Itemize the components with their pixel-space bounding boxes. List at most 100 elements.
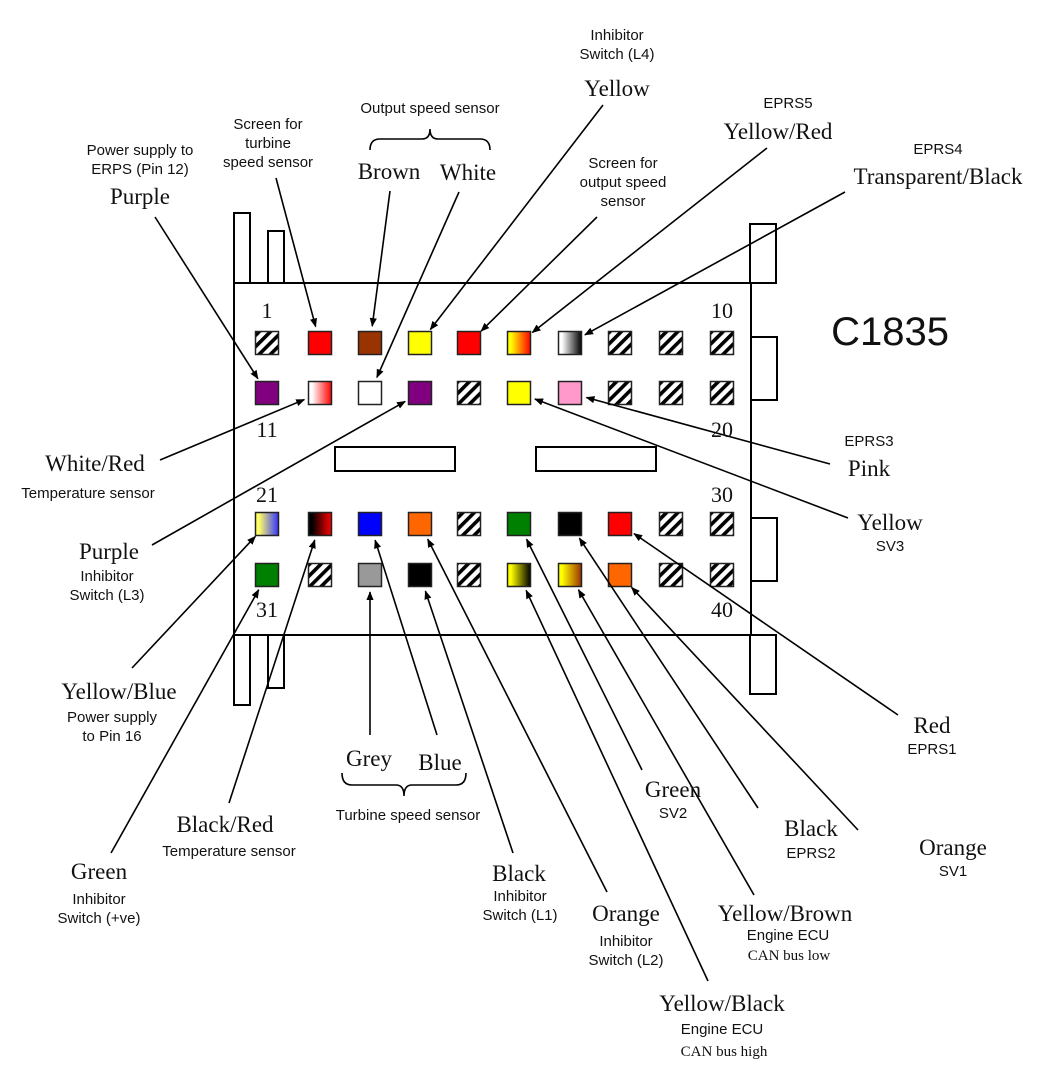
wire-function: Screen for xyxy=(233,116,302,133)
pin-cavity-unused xyxy=(607,330,633,356)
leader-arrow-pin-3 xyxy=(369,190,391,328)
pin-cavity-12 xyxy=(307,380,333,406)
leader-arrow-pin-17 xyxy=(585,396,831,465)
wire-label-pin-12: White/Red Temperature sensor xyxy=(21,451,154,502)
wire-label-pin-36: Yellow/Black Engine ECU CAN bus high xyxy=(659,991,785,1060)
leader-arrow-pin-36 xyxy=(525,589,709,982)
pin-cavity-37 xyxy=(557,562,583,588)
wire-label-pin-14: Purple Inhibitor Switch (L3) xyxy=(69,539,144,604)
pin-cavity-unused xyxy=(456,562,482,588)
housing-slot xyxy=(535,446,657,472)
pin-cavity-24 xyxy=(407,511,433,537)
wire-label-pin-31: Green Inhibitor Switch (+ve) xyxy=(58,859,141,927)
pin-cavity-27 xyxy=(557,511,583,537)
pin-grid xyxy=(254,330,735,588)
wire-color: Yellow/Red xyxy=(724,119,833,144)
wire-function: SV3 xyxy=(876,538,904,555)
connector-id: C1835 xyxy=(831,310,949,354)
group-label: Output speed sensor xyxy=(360,100,499,117)
wire-color: Black xyxy=(492,861,546,886)
housing-tab xyxy=(233,634,251,706)
pin-cavity-34 xyxy=(407,562,433,588)
pin-cavity-unused xyxy=(709,511,735,537)
leader-arrow-pin-24 xyxy=(426,538,608,893)
leader-arrow-pin-28 xyxy=(633,532,899,716)
wire-label-pin-34: Black Inhibitor Switch (L1) xyxy=(482,861,557,924)
leader-arrow-pin-34 xyxy=(424,590,514,854)
housing-body xyxy=(233,282,752,636)
wire-label-pin-16: Yellow SV3 xyxy=(857,510,923,555)
wire-label-pin-4: Inhibitor Switch (L4) Yellow xyxy=(579,27,654,101)
wire-function: EPRS4 xyxy=(913,141,962,158)
leader-arrow-pin-14 xyxy=(151,400,406,546)
leader-lines xyxy=(110,104,899,982)
pin-number-1: 1 xyxy=(262,298,273,323)
pin-number-21: 21 xyxy=(256,482,278,507)
leader-arrow-pin-7 xyxy=(584,191,846,336)
leader-arrow-pin-4 xyxy=(429,104,604,331)
wire-function: Temperature sensor xyxy=(21,485,154,502)
wire-function: EPRS5 xyxy=(763,95,812,112)
wire-function: CAN bus high xyxy=(681,1044,768,1060)
wire-label-pin-33: Grey xyxy=(346,746,392,771)
leader-arrow-pin-11 xyxy=(154,216,259,380)
wire-function: sensor xyxy=(600,193,645,210)
pin-cavity-unused xyxy=(456,380,482,406)
pin-number-40: 40 xyxy=(711,597,733,622)
wire-label-pin-38: Orange SV1 xyxy=(919,835,987,880)
pin-number-30: 30 xyxy=(711,482,733,507)
wire-function: speed sensor xyxy=(223,154,313,171)
wire-function: Switch (+ve) xyxy=(58,910,141,927)
wire-function: Switch (L3) xyxy=(69,587,144,604)
brace-icon xyxy=(369,128,491,151)
pin-cavity-unused xyxy=(658,380,684,406)
wire-label-pin-17: EPRS3 Pink xyxy=(844,433,893,481)
wire-color: Transparent/Black xyxy=(853,164,1023,189)
wire-color: Purple xyxy=(110,184,170,209)
wire-function: turbine xyxy=(245,135,291,152)
wire-label-pin-28: Red EPRS1 xyxy=(907,713,956,758)
wire-label-pin-5: Screen for output speed sensor xyxy=(580,155,667,210)
wire-function: Engine ECU xyxy=(681,1021,764,1038)
housing-slot xyxy=(334,446,456,472)
pin-cavity-38 xyxy=(607,562,633,588)
leader-arrow-pin-23 xyxy=(374,539,438,736)
wire-color: Yellow xyxy=(584,76,650,101)
wire-function: Inhibitor xyxy=(72,891,125,908)
housing-latch xyxy=(750,517,778,582)
wire-label-pin-3: Brown xyxy=(358,159,421,184)
wire-label-pin-21: Yellow/Blue Power supply to Pin 16 xyxy=(61,679,176,745)
wire-function: SV2 xyxy=(659,805,687,822)
pin-cavity-unused xyxy=(254,330,280,356)
wire-function: Inhibitor xyxy=(80,568,133,585)
wire-color: Yellow/Brown xyxy=(718,901,853,926)
wire-label-pin-13: White xyxy=(440,160,496,185)
wire-function: SV1 xyxy=(939,863,967,880)
pin-cavity-5 xyxy=(456,330,482,356)
housing-tab xyxy=(749,634,777,695)
housing-tab xyxy=(267,230,285,284)
pin-cavity-11 xyxy=(254,380,280,406)
wire-color: White/Red xyxy=(45,451,145,476)
leader-arrow-pin-2 xyxy=(275,177,318,328)
pin-cavity-unused xyxy=(709,330,735,356)
pin-cavity-14 xyxy=(407,380,433,406)
wire-function: Screen for xyxy=(588,155,657,172)
wire-label-pin-24: Orange Inhibitor Switch (L2) xyxy=(588,901,663,969)
leader-arrow-pin-13 xyxy=(376,191,460,379)
wire-color: White xyxy=(440,160,496,185)
wire-color: Green xyxy=(645,777,702,802)
brace-icon xyxy=(341,772,467,797)
wire-color: Black/Red xyxy=(176,812,274,837)
pin-cavity-unused xyxy=(709,562,735,588)
leader-arrow-pin-5 xyxy=(480,216,598,332)
wire-color: Yellow/Black xyxy=(659,991,785,1016)
pin-cavity-unused xyxy=(658,562,684,588)
pin-cavity-17 xyxy=(557,380,583,406)
pin-cavity-36 xyxy=(506,562,532,588)
pin-cavity-4 xyxy=(407,330,433,356)
group-label: Turbine speed sensor xyxy=(336,807,481,824)
wire-label-pin-7: EPRS4 Transparent/Black xyxy=(853,141,1023,189)
wire-color: Orange xyxy=(592,901,660,926)
